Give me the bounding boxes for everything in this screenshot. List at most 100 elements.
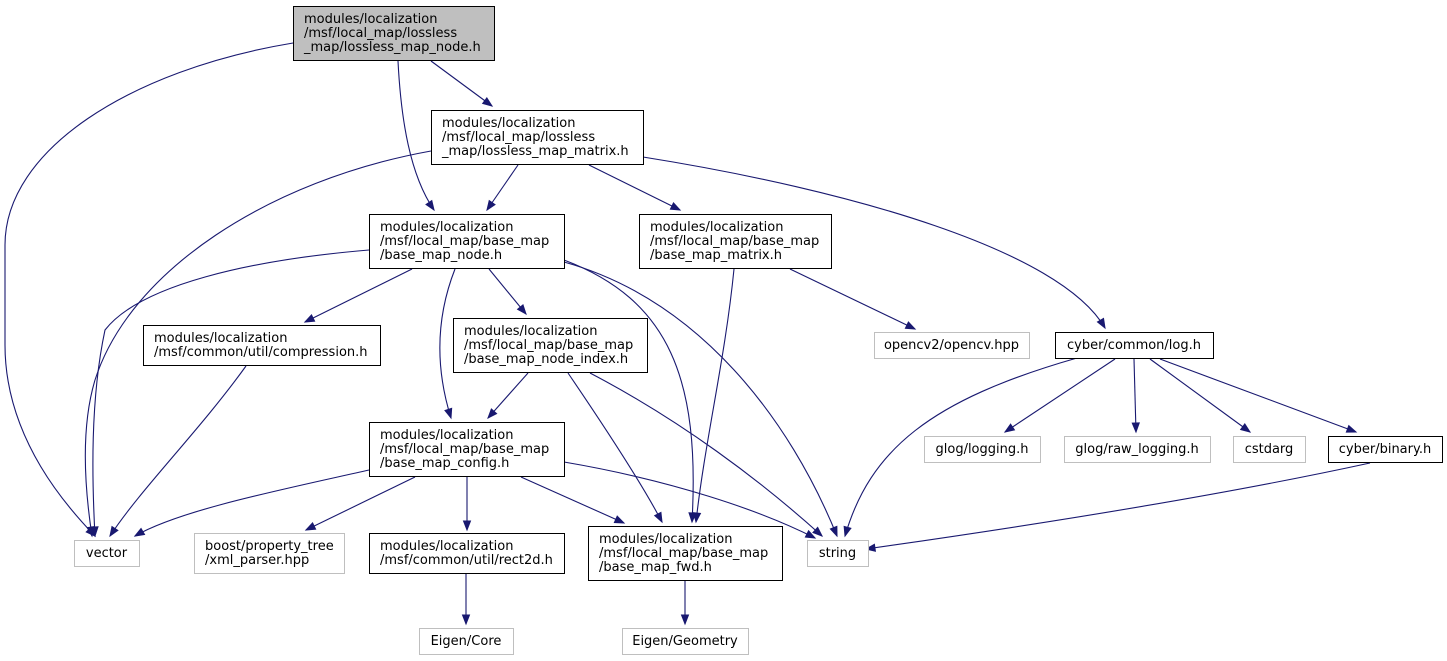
node-box	[74, 540, 140, 567]
node-label-line: glog/raw_logging.h	[1075, 442, 1198, 457]
node-box	[194, 533, 345, 574]
node-eigen-core: Eigen/Core	[419, 628, 514, 655]
arrowhead	[133, 527, 146, 537]
node-label-line: /msf/local_map/base_map	[380, 234, 549, 249]
edge-line	[789, 268, 916, 330]
node-box	[1328, 436, 1443, 463]
edge-line	[865, 462, 1371, 550]
node-box	[622, 628, 749, 655]
edge-base_map_node_index-to-base_map_config	[487, 372, 529, 420]
arrowhead	[109, 525, 119, 538]
node-base-map-node-index[interactable]: modules/localization/msf/local_map/base_…	[453, 318, 648, 373]
node-label-line: _map/lossless_map_matrix.h	[441, 144, 629, 159]
edge-base_map_node-to-base_map_node_index	[488, 268, 527, 316]
arrowhead	[613, 515, 626, 524]
node-box	[369, 214, 565, 269]
edge-line	[567, 372, 663, 523]
node-binary[interactable]: cyber/binary.h	[1328, 436, 1443, 463]
edge-line	[520, 476, 625, 524]
node-lossless-map-node[interactable]: modules/localization/msf/local_map/lossl…	[293, 6, 495, 61]
node-label-line: glog/logging.h	[936, 442, 1029, 457]
node-base-map-node[interactable]: modules/localization/msf/local_map/base_…	[369, 214, 565, 269]
node-rect2d[interactable]: modules/localization/msf/common/util/rec…	[369, 533, 565, 574]
node-label-line: opencv2/opencv.hpp	[884, 338, 1019, 353]
node-lossless-map-matrix[interactable]: modules/localization/msf/local_map/lossl…	[431, 110, 644, 165]
edge-base_map_config-to-base_map_fwd	[520, 476, 626, 524]
node-label-line: /msf/common/util/rect2d.h	[380, 553, 553, 568]
arrowhead	[680, 614, 690, 626]
edge-line	[1149, 358, 1251, 433]
node-label-line: modules/localization	[380, 220, 513, 235]
edge-log-to-string	[843, 357, 1078, 538]
node-log[interactable]: cyber/common/log.h	[1055, 332, 1214, 359]
edge-lossless_map_matrix-to-base_map_matrix	[588, 164, 682, 211]
arrowhead	[444, 407, 453, 420]
node-label-line: /base_map_config.h	[380, 456, 509, 471]
edge-line	[563, 261, 838, 537]
node-label-line: modules/localization	[304, 12, 437, 27]
edge-base_map_matrix-to-base_map_fwd	[692, 268, 735, 524]
node-vector: vector	[74, 540, 140, 567]
node-label-line: /msf/local_map/lossless	[304, 26, 457, 41]
node-box	[1064, 436, 1211, 463]
edge-line	[1159, 358, 1357, 433]
edge-lossless_map_matrix-to-base_map_node	[486, 164, 519, 212]
node-box	[369, 533, 565, 574]
edge-line	[589, 372, 823, 537]
node-label-line: /base_map_matrix.h	[650, 248, 782, 263]
node-label-line: modules/localization	[464, 324, 597, 339]
edge-base_map_config-to-rect2d	[462, 477, 472, 532]
edge-lossless_map_node-to-lossless_map_matrix	[430, 60, 494, 107]
edge-lossless_map_node-to-vector	[4, 42, 294, 537]
node-label-line: vector	[86, 546, 128, 561]
arrowhead	[487, 408, 498, 420]
node-glog-logging: glog/logging.h	[924, 436, 1041, 463]
node-label-line: /msf/local_map/lossless	[442, 130, 595, 145]
arrowhead	[1239, 422, 1252, 433]
arrowhead	[425, 199, 435, 212]
arrowhead	[1345, 424, 1358, 433]
edge-base_map_config-to-string	[563, 461, 817, 539]
node-label-line: /msf/local_map/base_map	[599, 546, 768, 561]
edge-base_map_node-to-base_map_config	[439, 268, 456, 420]
edge-line	[304, 268, 413, 323]
arrowhead	[1131, 422, 1140, 434]
edge-line	[563, 259, 694, 523]
arrowhead	[1003, 423, 1016, 433]
arrowhead	[692, 512, 702, 524]
nodes-layer: modules/localization/msf/local_map/lossl…	[74, 6, 1443, 655]
node-box	[1233, 436, 1306, 463]
arrowhead	[653, 511, 663, 524]
edge-line	[488, 268, 527, 315]
node-label-line: /msf/local_map/base_map	[650, 234, 819, 249]
node-label-line: modules/localization	[442, 116, 575, 131]
arrowhead	[669, 201, 682, 211]
arrowhead	[843, 525, 852, 538]
node-label-line: modules/localization	[650, 220, 783, 235]
node-box	[639, 214, 832, 269]
node-label-line: modules/localization	[599, 532, 732, 547]
node-box	[807, 540, 869, 567]
node-box	[453, 318, 648, 373]
edge-line	[134, 469, 370, 537]
edge-compression-to-vector	[109, 365, 247, 538]
edge-line	[588, 164, 681, 211]
node-label-line: /msf/local_map/base_map	[464, 338, 633, 353]
node-label-line: cstdarg	[1245, 442, 1294, 457]
edge-line	[439, 268, 456, 419]
edge-base_map_fwd-to-eigen_geometry	[680, 581, 690, 626]
arrowhead	[481, 96, 494, 107]
node-label-line: string	[819, 546, 856, 561]
arrowhead	[904, 321, 917, 330]
edge-lossless_map_matrix-to-log	[642, 156, 1106, 330]
arrowhead	[90, 526, 99, 538]
node-base-map-config[interactable]: modules/localization/msf/local_map/base_…	[369, 422, 565, 477]
arrowhead	[829, 525, 838, 538]
edge-line	[430, 60, 493, 107]
node-base-map-matrix[interactable]: modules/localization/msf/local_map/base_…	[639, 214, 832, 269]
edge-binary-to-string	[864, 462, 1371, 552]
node-base-map-fwd[interactable]: modules/localization/msf/local_map/base_…	[588, 526, 783, 581]
node-compression[interactable]: modules/localization/msf/common/util/com…	[143, 325, 381, 366]
edge-base_map_node-to-string	[563, 261, 838, 538]
node-label-line: /xml_parser.hpp	[205, 553, 309, 568]
